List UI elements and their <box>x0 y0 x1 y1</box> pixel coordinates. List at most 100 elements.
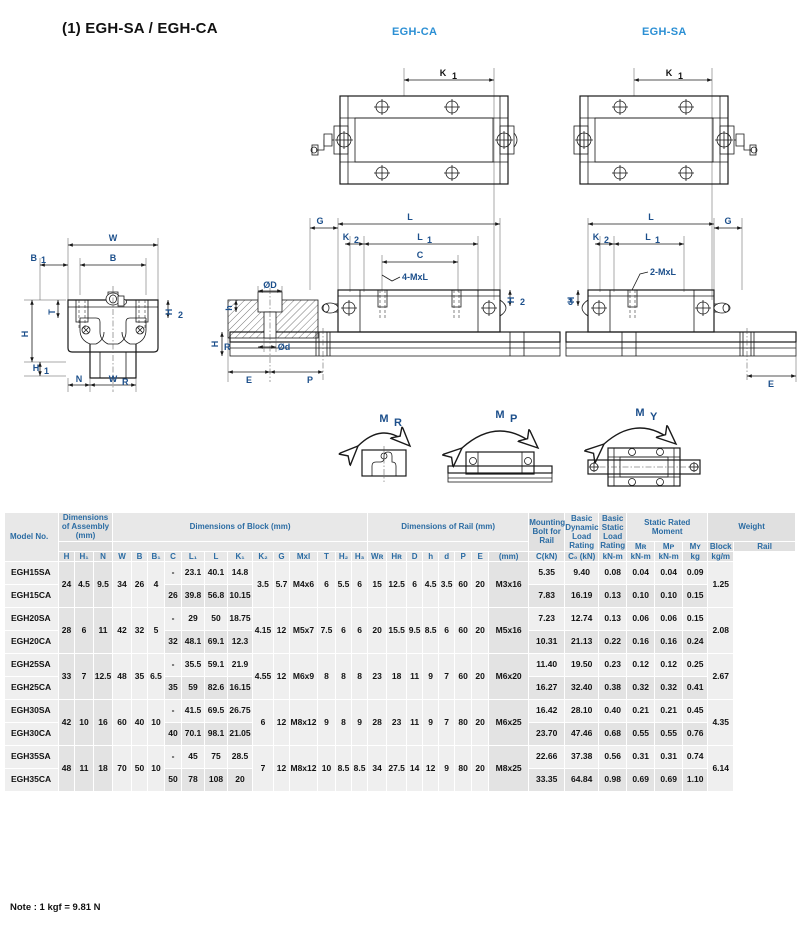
cell-moment-mr: 0.56 <box>598 744 628 769</box>
sub-col-stat-unit: C₀ (kN) <box>564 550 600 562</box>
sub-col-H: H <box>58 550 75 562</box>
cell-Hr: 18 <box>386 652 408 700</box>
svg-text:K: K <box>593 232 600 242</box>
cell-H1: 7 <box>74 652 94 700</box>
cell-K2: 4.15 <box>252 606 274 654</box>
cell-h: 9 <box>422 652 440 700</box>
cell-L: 40.1 <box>204 560 228 585</box>
cell-P: 60 <box>454 652 473 700</box>
col-group-mounting-bolt: Mounting Bolt for Rail <box>528 512 566 552</box>
cell-weight-block: 1.10 <box>682 767 709 792</box>
svg-text:K: K <box>440 68 447 78</box>
cell-C: - <box>164 560 182 585</box>
cell-moment-my: 0.12 <box>654 652 684 677</box>
cell-Hr: 15.5 <box>386 606 408 654</box>
cell-C: 40 <box>164 721 182 746</box>
cell-weight-block: 0.41 <box>682 675 709 700</box>
cell-B1: 6.5 <box>147 652 165 700</box>
sub-col-h: h <box>422 550 440 562</box>
cell-H: 42 <box>58 698 75 746</box>
side-view-ca: G L K 2 L 1 C 4-MxL <box>210 212 561 385</box>
sub-col-T: T <box>317 550 336 562</box>
cell-static-load: 19.50 <box>564 652 600 677</box>
cell-H: 24 <box>58 560 75 608</box>
cell-dynamic-load: 5.35 <box>528 560 566 585</box>
sub-col-E: E <box>471 550 490 562</box>
cell-E: 20 <box>471 560 490 608</box>
cell-K1: 12.3 <box>227 629 253 654</box>
cell-Mxl: M8x12 <box>289 698 318 746</box>
cell-mounting-bolt: M8x25 <box>488 744 530 792</box>
cell-C: 32 <box>164 629 182 654</box>
cell-dynamic-load: 7.23 <box>528 606 566 631</box>
col-group-weight: Weight <box>707 512 796 542</box>
cell-L1: 45 <box>181 744 205 769</box>
col-group-dynamic-load: Basic Dynamic Load Rating <box>564 512 600 552</box>
cell-Mxl: M8x12 <box>289 744 318 792</box>
sub-col-Wr: Wʀ <box>367 550 388 562</box>
svg-text:ØD: ØD <box>263 280 277 290</box>
col-group-block: Dimensions of Block (mm) <box>111 512 369 542</box>
cell-N: 9.5 <box>93 560 113 608</box>
cell-dynamic-load: 11.40 <box>528 652 566 677</box>
sub-col-D: D <box>406 550 424 562</box>
cell-W: 42 <box>112 606 132 654</box>
cell-d: 6 <box>438 606 456 654</box>
cell-moment-mp: 0.10 <box>626 583 656 608</box>
cell-moment-mp: 0.21 <box>626 698 656 723</box>
table-header: Model No. Dimensions of Assembly (mm) Di… <box>4 512 796 562</box>
svg-text:W: W <box>109 374 118 384</box>
svg-text:N: N <box>76 374 83 384</box>
cell-W: 70 <box>112 744 132 792</box>
cell-B1: 4 <box>147 560 165 608</box>
cell-static-load: 21.13 <box>564 629 600 654</box>
cell-K1: 18.75 <box>227 606 253 631</box>
cell-C: - <box>164 698 182 723</box>
cell-weight-rail: 6.14 <box>707 744 735 792</box>
cell-h: 4.5 <box>422 560 440 608</box>
cell-G: 12 <box>273 698 290 746</box>
sub-col-H3: H₃ <box>350 550 369 562</box>
cell-H2: 8 <box>335 652 352 700</box>
cell-N: 16 <box>93 698 113 746</box>
sub-col-d: d <box>438 550 456 562</box>
cell-moment-my: 0.04 <box>654 560 684 585</box>
sub-col-C: C <box>164 550 182 562</box>
cell-weight-block: 0.76 <box>682 721 709 746</box>
svg-text:h: h <box>224 305 234 311</box>
cell-D: 9.5 <box>406 606 424 654</box>
cell-model-no: EGH35SA <box>4 744 59 769</box>
cell-h: 9 <box>422 698 440 746</box>
cell-K1: 26.75 <box>227 698 253 723</box>
cell-N: 12.5 <box>93 652 113 700</box>
cell-moment-my: 0.69 <box>654 767 684 792</box>
svg-text:Y: Y <box>650 411 658 423</box>
sub-col-weight-block: Block <box>707 540 735 552</box>
cell-G: 12 <box>273 652 290 700</box>
cell-D: 6 <box>406 560 424 608</box>
svg-text:M: M <box>495 409 504 421</box>
cell-P: 80 <box>454 698 473 746</box>
cell-weight-block: 0.25 <box>682 652 709 677</box>
cell-K1: 20 <box>227 767 253 792</box>
sub-col-mp: Mᴘ <box>654 540 684 552</box>
cell-H1: 10 <box>74 698 94 746</box>
cell-Mxl: M6x9 <box>289 652 318 700</box>
cell-H: 48 <box>58 744 75 792</box>
svg-text:1: 1 <box>452 71 457 81</box>
svg-text:2: 2 <box>604 235 609 245</box>
cell-B: 50 <box>131 744 148 792</box>
cell-H2: 8 <box>335 698 352 746</box>
cell-Wr: 15 <box>367 560 388 608</box>
cell-B: 40 <box>131 698 148 746</box>
cell-model-no: EGH30SA <box>4 698 59 723</box>
sub-col-mr: Mʀ <box>626 540 656 552</box>
cell-moment-mr: 0.13 <box>598 583 628 608</box>
cell-weight-block: 0.74 <box>682 744 709 769</box>
table-header-sub-row: H H₁ N W B B₁ C L₁ L K₁ K₂ G Mxl T H₂ H₃ <box>5 550 796 562</box>
svg-text:1: 1 <box>427 235 432 245</box>
